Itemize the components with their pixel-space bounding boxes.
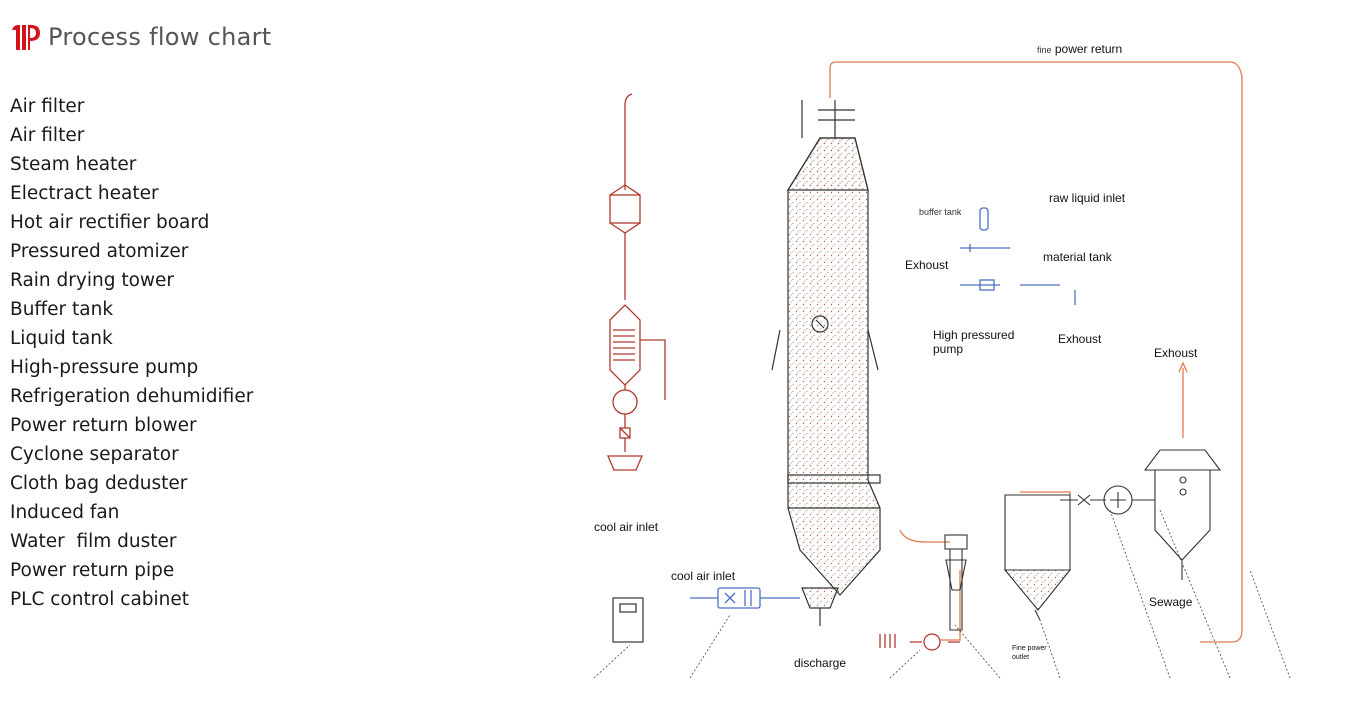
legend-item: Buffer tank: [10, 299, 114, 320]
legend-item: Cyclone separator: [10, 444, 179, 465]
legend-item: Liquid tank: [10, 328, 113, 349]
label-exhaust-3: Exhoust: [1154, 346, 1198, 360]
legend-item: Pressured atomizer: [10, 241, 189, 262]
bag-deduster: [1003, 494, 1072, 621]
power-return-pipe: [829, 61, 1243, 643]
equipment-legend: Air filter Air filter Steam heater Elect…: [10, 92, 253, 614]
legend-item: Air filter: [10, 96, 85, 117]
label-cool-air-inlet-1: cool air inlet: [594, 520, 659, 534]
process-diagram-svg: [593, 61, 1291, 679]
label-exhaust-1: Exhoust: [905, 258, 949, 272]
label-material-tank: material tank: [1043, 250, 1112, 264]
legend-item: Electract heater: [10, 183, 159, 204]
legend-item: Rain drying tower: [10, 270, 175, 291]
legend-item: Induced fan: [10, 502, 120, 523]
company-logo-icon: [12, 24, 40, 50]
cyclone-separator: [944, 534, 968, 631]
legend-item: Steam heater: [10, 154, 137, 175]
air-line: [607, 93, 960, 651]
legend-item: Air filter: [10, 125, 85, 146]
legend-item: Water film duster: [10, 531, 177, 552]
liquid-line: [690, 207, 1076, 609]
legend-item: Refrigeration dehumidifier: [10, 386, 254, 407]
induced-fan: [1060, 485, 1155, 515]
label-fine-power-return: fine power return: [1037, 42, 1123, 56]
label-cool-air-inlet-2: cool air inlet: [671, 569, 736, 583]
label-buffer-tank: buffer tank: [919, 207, 962, 217]
legend-item: Hot air rectifier board: [10, 212, 210, 233]
process-diagram: fine power return raw liquid inlet buffe…: [550, 30, 1350, 720]
drying-tower: [771, 100, 881, 626]
legend-item: Power return blower: [10, 415, 197, 436]
legend-item: Cloth bag deduster: [10, 473, 188, 494]
legend-item: Power return pipe: [10, 560, 175, 581]
page-header: Process flow chart: [8, 22, 272, 52]
label-discharge: discharge: [794, 656, 847, 670]
label-sewage: Sewage: [1149, 595, 1193, 609]
water-film-duster: [1143, 449, 1222, 580]
legend-item: High-pressure pump: [10, 357, 199, 378]
plc-cabinet: [612, 597, 644, 643]
leader-lines: [593, 509, 1291, 679]
label-exhaust-2: Exhoust: [1058, 332, 1102, 346]
legend-item: PLC control cabinet: [10, 589, 190, 610]
page-title: Process flow chart: [48, 23, 272, 51]
label-raw-liquid-inlet: raw liquid inlet: [1049, 191, 1126, 205]
